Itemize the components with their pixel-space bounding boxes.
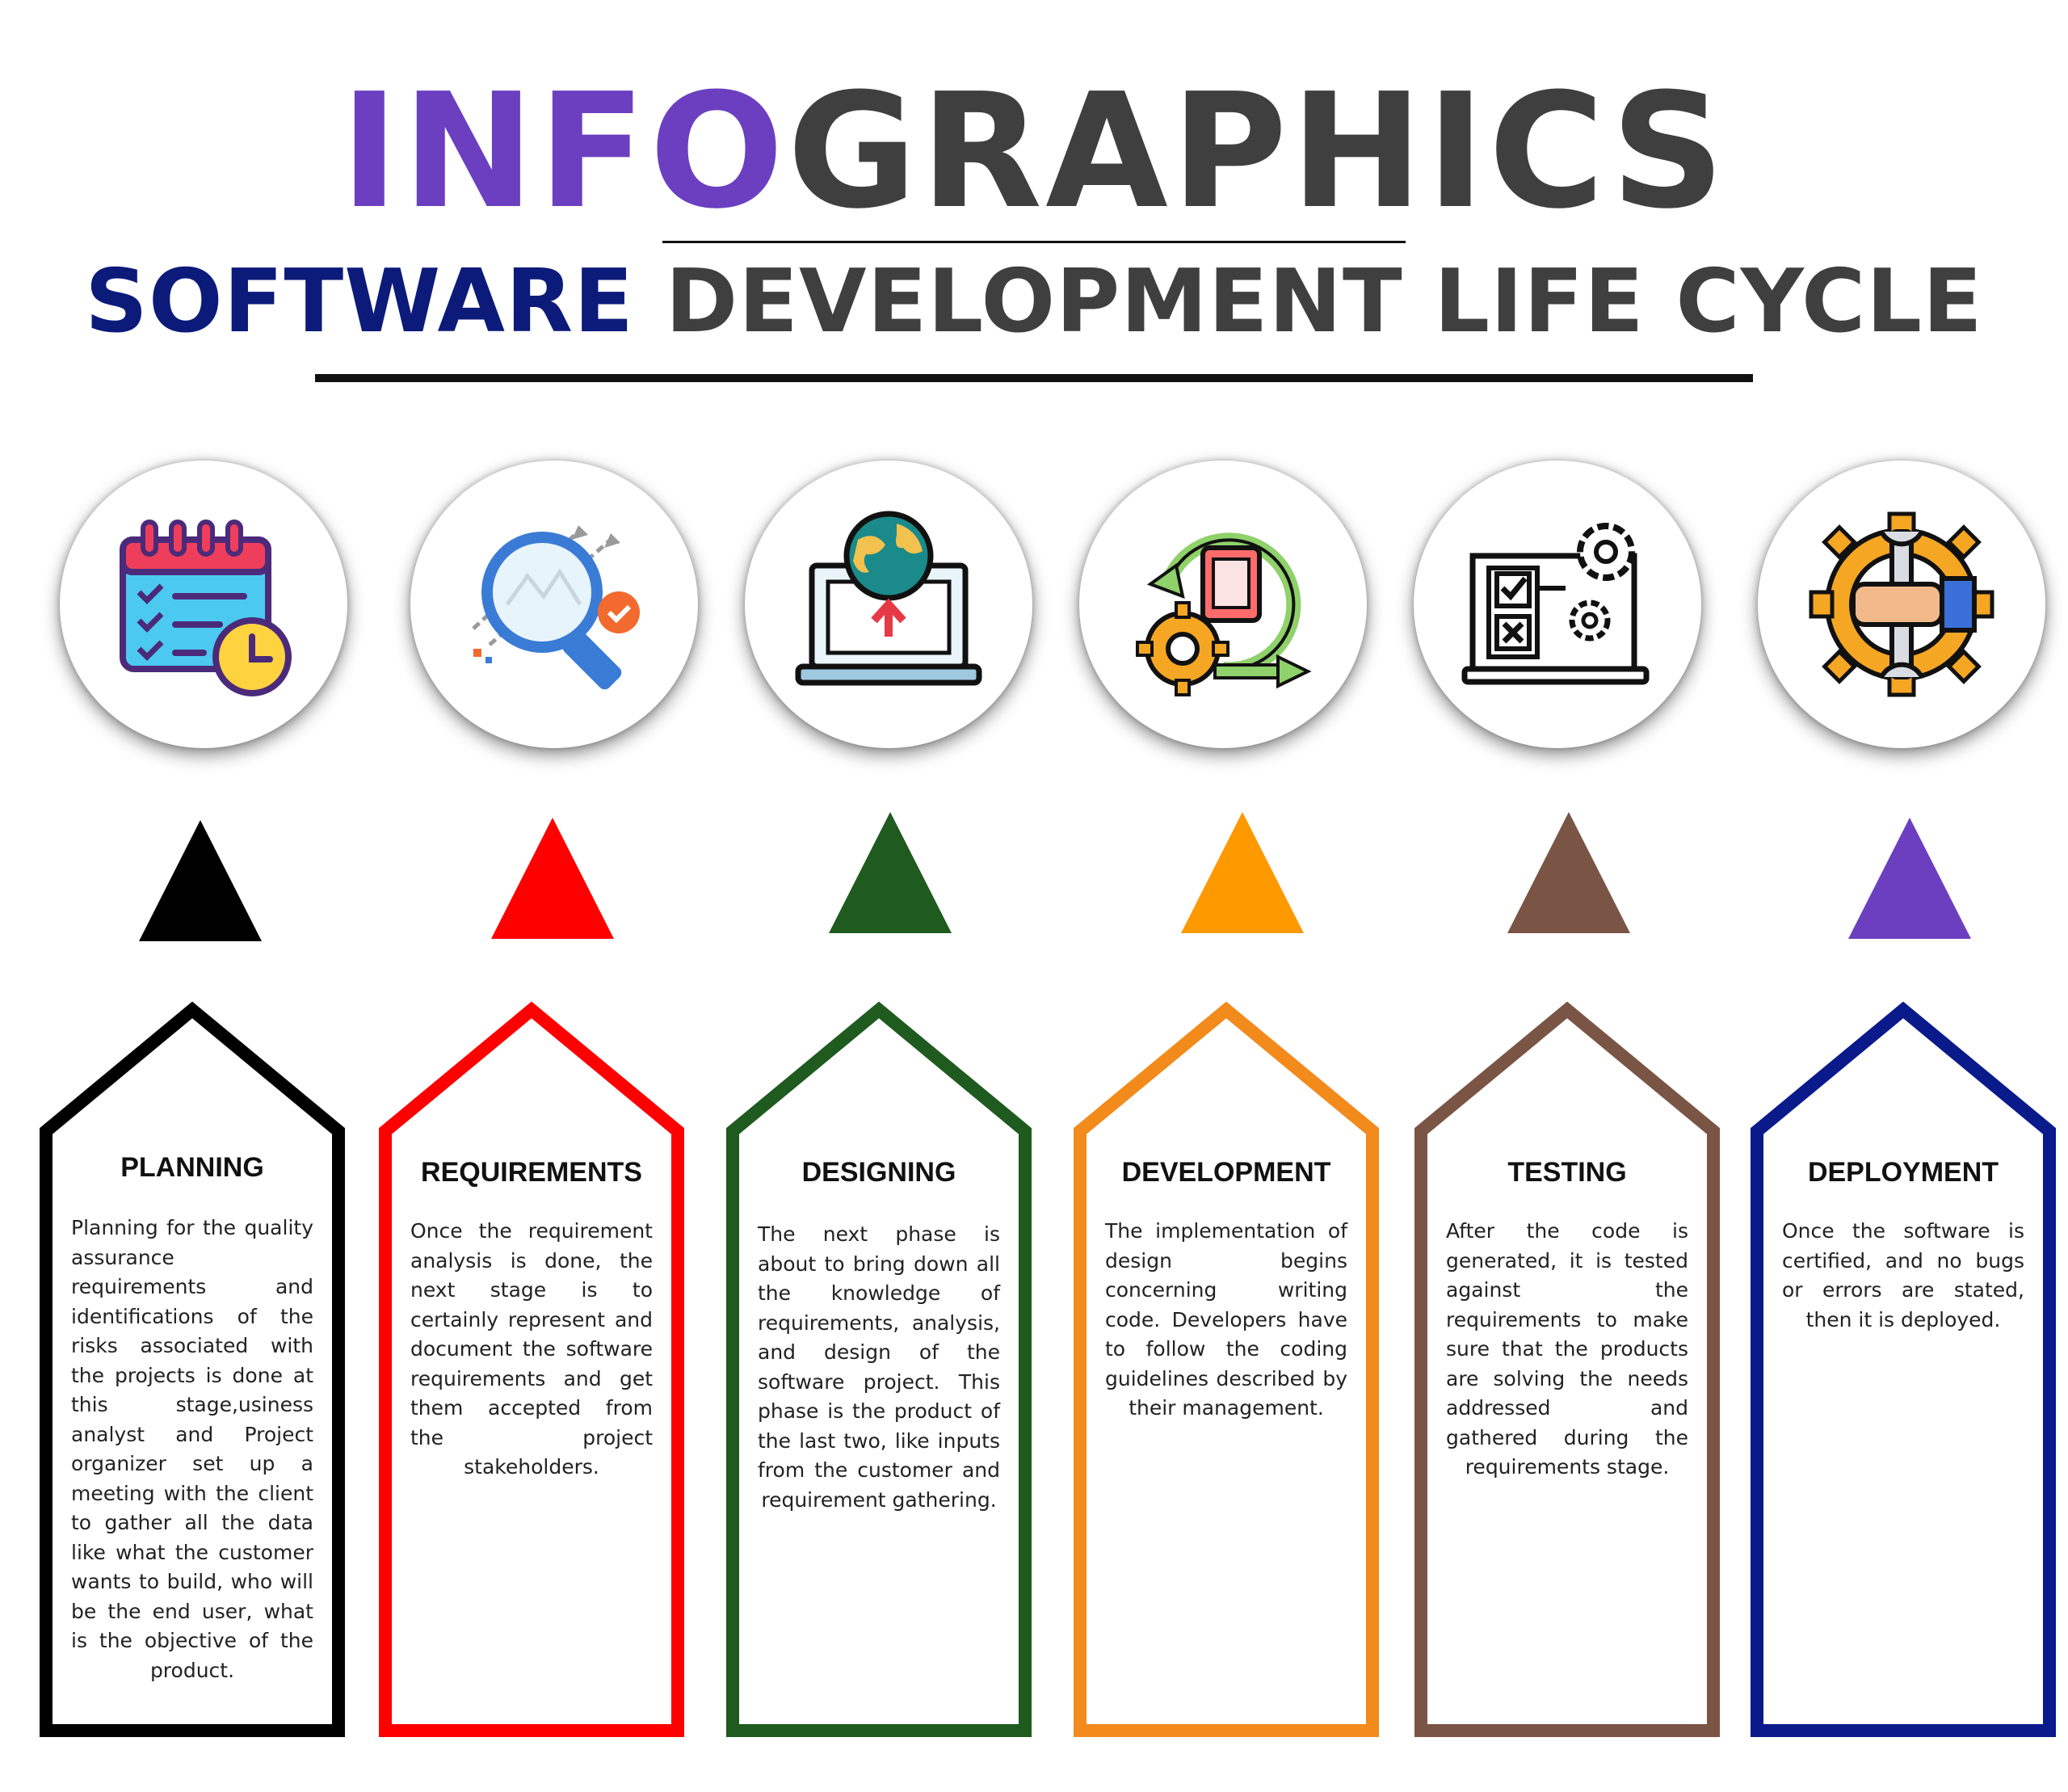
- stage-card-planning: PLANNING Planning for the quality assura…: [39, 1002, 346, 1739]
- stage-title: PLANNING: [120, 1152, 264, 1183]
- stage-description: Once the software is certified, and no b…: [1782, 1219, 2024, 1331]
- testing-icon-circle: [1414, 461, 1701, 748]
- designing-icon-circle: [745, 461, 1032, 748]
- subtitle-rest: DEVELOPMENT LIFE CYCLE: [665, 251, 1983, 352]
- stage-description: Planning for the quality assurance requi…: [71, 1216, 313, 1682]
- subtitle-divider: [315, 374, 1753, 382]
- laptop-globe-upload-icon: [795, 511, 982, 686]
- title-accent: INFO: [339, 60, 788, 244]
- development-icon-circle: [1079, 461, 1367, 748]
- subtitle-accent: SOFTWARE: [85, 251, 634, 352]
- infographic-subtitle: SOFTWARE DEVELOPMENT LIFE CYCLE: [0, 252, 2068, 352]
- title-divider: [662, 241, 1406, 243]
- stage-title: REQUIREMENTS: [421, 1157, 642, 1188]
- designing-triangle: [829, 812, 952, 933]
- development-card-outline: [1074, 1002, 1379, 1737]
- testing-card-outline: [1414, 1002, 1720, 1737]
- development-triangle: [1181, 812, 1304, 933]
- stage-card-designing: DESIGNING The next phase is about to bri…: [725, 1002, 1032, 1739]
- requirements-card-outline: [379, 1002, 684, 1737]
- stage-title: DEVELOPMENT: [1121, 1157, 1331, 1188]
- requirements-icon-circle: [410, 461, 698, 748]
- title-rest: GRAPHICS: [787, 60, 1729, 244]
- laptop-checklist-gears-icon: [1461, 523, 1650, 685]
- stage-card-testing: TESTING After the code is generated, it …: [1414, 1002, 1721, 1739]
- deployment-icon-circle: [1758, 461, 2045, 748]
- stage-description: The implementation of design begins conc…: [1105, 1219, 1347, 1420]
- requirements-triangle: [491, 818, 614, 939]
- stage-card-deployment: DEPLOYMENT Once the software is certifie…: [1750, 1002, 2057, 1739]
- gear-cycle-icon: [1136, 532, 1312, 696]
- wrench-gear-hand-icon: [1809, 511, 1994, 697]
- stage-card-development: DEVELOPMENT The implementation of design…: [1073, 1002, 1380, 1739]
- designing-card-outline: [726, 1002, 1032, 1737]
- planning-triangle: [139, 820, 262, 941]
- stage-description: The next phase is about to bring down al…: [758, 1222, 1000, 1512]
- magnifier-analysis-icon: [472, 525, 640, 690]
- stage-title: TESTING: [1507, 1157, 1627, 1188]
- stage-title: DEPLOYMENT: [1807, 1157, 1999, 1188]
- calendar-checklist-icon: [120, 520, 292, 696]
- planning-card-outline: [40, 1002, 345, 1737]
- testing-triangle: [1507, 812, 1630, 933]
- stage-title: DESIGNING: [801, 1157, 956, 1188]
- stage-card-requirements: REQUIREMENTS Once the requirement analys…: [378, 1002, 685, 1739]
- planning-icon-circle: [60, 461, 347, 748]
- stage-description: Once the requirement analysis is done, t…: [410, 1219, 653, 1479]
- deployment-card-outline: [1751, 1002, 2056, 1737]
- infographic-title: INFOGRAPHICS: [0, 71, 2068, 233]
- stage-description: After the code is generated, it is teste…: [1446, 1219, 1688, 1479]
- deployment-triangle: [1848, 818, 1971, 939]
